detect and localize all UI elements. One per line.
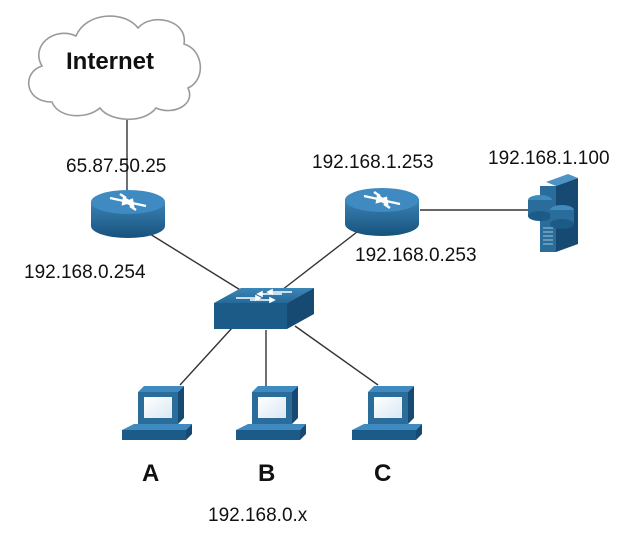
router-left-lan-ip: 192.168.0.254 [24,262,146,283]
router-left [91,190,165,238]
host-c-computer [352,386,422,440]
router-right-lower-ip: 192.168.0.253 [355,245,477,266]
router-right-upper-ip: 192.168.1.253 [312,152,434,173]
host-a-computer [122,386,192,440]
server [528,174,578,252]
host-b-label: B [258,460,276,487]
internet-label: Internet [66,48,155,75]
host-b-computer [236,386,306,440]
host-c-label: C [374,460,392,487]
server-ip: 192.168.1.100 [488,148,610,169]
connection-lines [126,110,540,386]
host-a-label: A [142,460,160,487]
subnet-label: 192.168.0.x [208,505,308,526]
link-router2-switch [281,231,358,291]
link-router-switch [149,233,251,297]
link-switch-host-c [294,325,379,386]
router-left-wan-ip: 65.87.50.25 [66,156,167,177]
switch [214,288,314,329]
internet-cloud [27,15,202,120]
link-switch-host-a [179,327,233,386]
router-right [345,188,419,236]
